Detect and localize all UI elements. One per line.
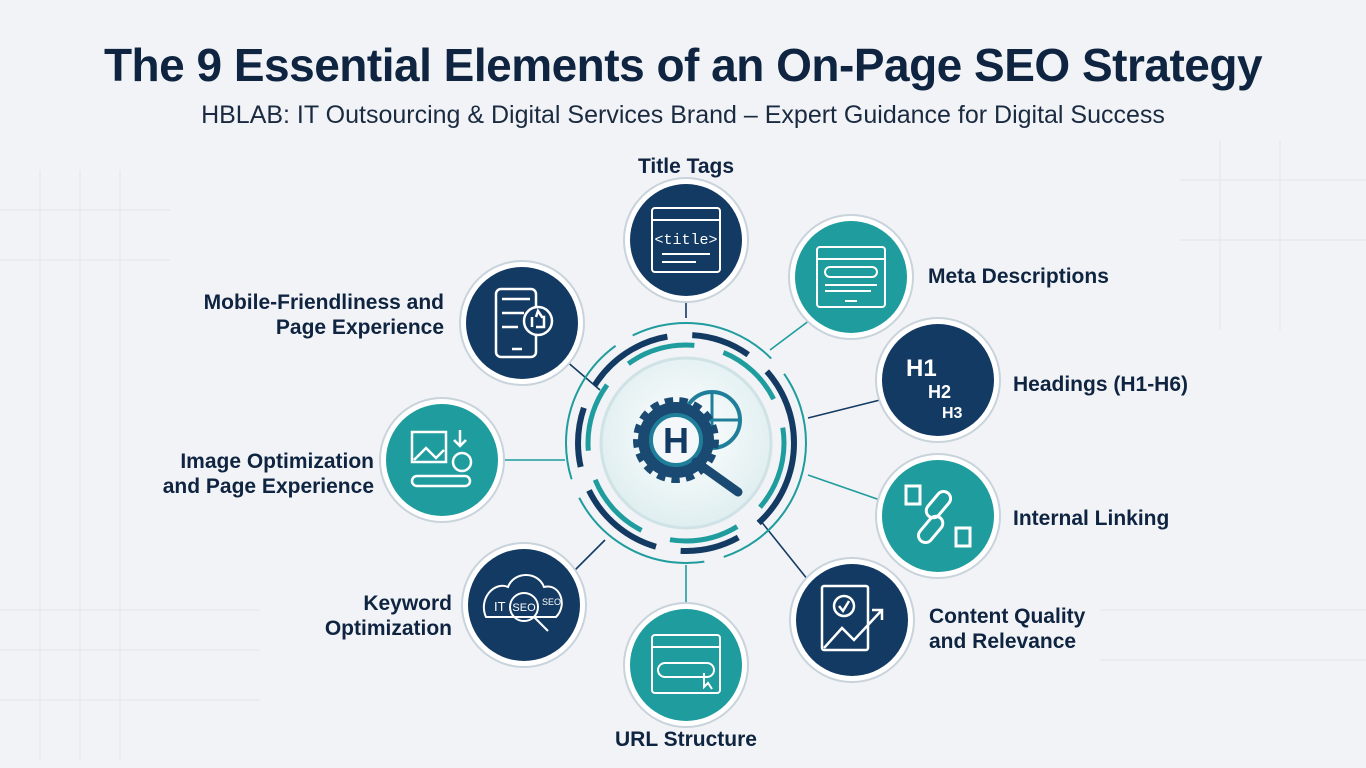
- label-image-optimization: Image Optimization and Page Experience: [162, 450, 374, 498]
- node-image-optimization: [379, 397, 505, 523]
- label-content-quality: Content Quality and Relevance: [929, 605, 1086, 653]
- browser-url-bar-icon: [651, 634, 721, 694]
- node-internal-linking: [875, 453, 1001, 579]
- page-subtitle: HBLAB: IT Outsourcing & Digital Services…: [201, 101, 1165, 129]
- page-title: The 9 Essential Elements of an On-Page S…: [103, 39, 1263, 91]
- browser-description-icon: [816, 246, 886, 308]
- seo-text: SEO: [512, 602, 536, 614]
- node-headings: H1 H2 H3: [875, 317, 1001, 443]
- mobile-thumbs-up-icon: [494, 287, 554, 359]
- label-keyword-optimization: Keyword Optimization: [324, 592, 452, 640]
- cycle-rings: [565, 322, 807, 564]
- document-growth-chart-icon: [820, 584, 884, 652]
- h3-text: H3: [942, 405, 963, 422]
- label-internal-linking: Internal Linking: [1013, 507, 1170, 530]
- node-content-quality: [789, 557, 915, 683]
- center-hub: H: [599, 356, 773, 530]
- node-mobile-friendliness: [459, 260, 585, 386]
- h2-text: H2: [928, 382, 951, 402]
- title-tag-text: <title>: [654, 232, 717, 249]
- label-meta-descriptions: Meta Descriptions: [928, 265, 1109, 288]
- label-mobile-friendliness: Mobile-Friendliness and Page Experience: [203, 291, 444, 339]
- label-headings: Headings (H1-H6): [1013, 373, 1189, 396]
- label-title-tags: Title Tags: [637, 155, 735, 178]
- seo-small-text: SEO: [542, 597, 561, 607]
- image-download-smiley-icon: [410, 430, 473, 488]
- browser-title-tag-icon: [651, 207, 721, 273]
- label-url-structure: URL Structure: [615, 728, 757, 751]
- chain-link-documents-icon: [904, 484, 972, 548]
- h1-text: H1: [906, 355, 937, 382]
- seo-cloud-magnifier-icon: [483, 574, 563, 632]
- connector-lines: [502, 300, 881, 605]
- node-url-structure: [623, 602, 749, 728]
- node-meta-descriptions: [788, 214, 914, 340]
- node-title-tags: <title>: [623, 177, 749, 303]
- gear-globe-magnifier-logo-icon: H: [633, 390, 743, 497]
- node-keyword-optimization: IT SEO SEO: [461, 542, 587, 668]
- logo-letter: H: [663, 420, 689, 461]
- heading-hierarchy-icon: H1 H2 H3: [906, 355, 963, 422]
- background-grid: [0, 140, 1366, 760]
- it-text: IT: [494, 599, 506, 614]
